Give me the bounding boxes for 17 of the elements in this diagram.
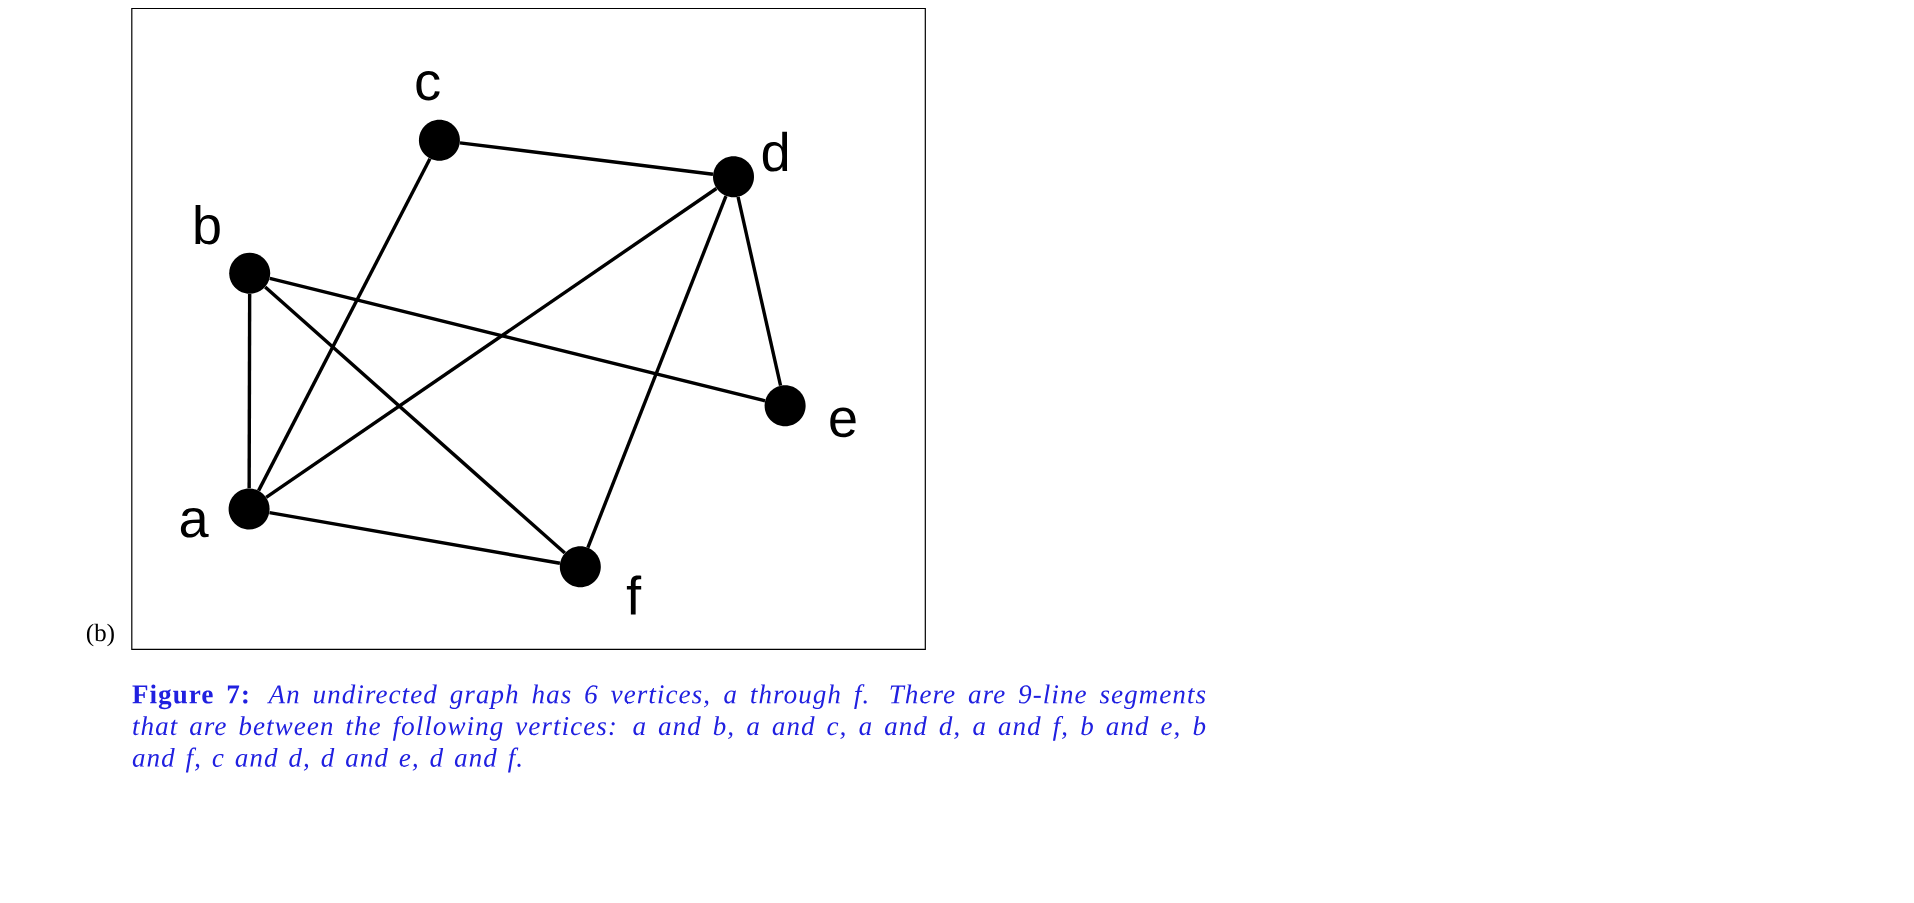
figure-caption: Figure 7: An undirected graph has 6 vertices, a through f. There are 9-line segments that are between the following vertices: a and b, a and c, a and d, a and f, b and e, b and f, c and d, d and e, d and f.	[132, 684, 1206, 773]
edge-line	[269, 510, 561, 565]
edge-line	[269, 276, 766, 403]
vertex-label: d	[762, 131, 788, 172]
edge-line	[736, 196, 783, 386]
vertex-label: e	[830, 407, 856, 438]
vertex-label: f	[626, 575, 642, 615]
edge-line	[264, 285, 566, 555]
vertex-label: b	[195, 204, 220, 245]
edge-line	[586, 195, 728, 549]
edge-line	[257, 157, 432, 492]
edge-line	[459, 141, 714, 176]
edge-line	[265, 187, 718, 499]
vertex-label: a	[180, 507, 209, 538]
vertex-label: c	[416, 70, 440, 101]
edge-line	[247, 294, 252, 489]
subfigure-label: (b)	[86, 623, 114, 647]
